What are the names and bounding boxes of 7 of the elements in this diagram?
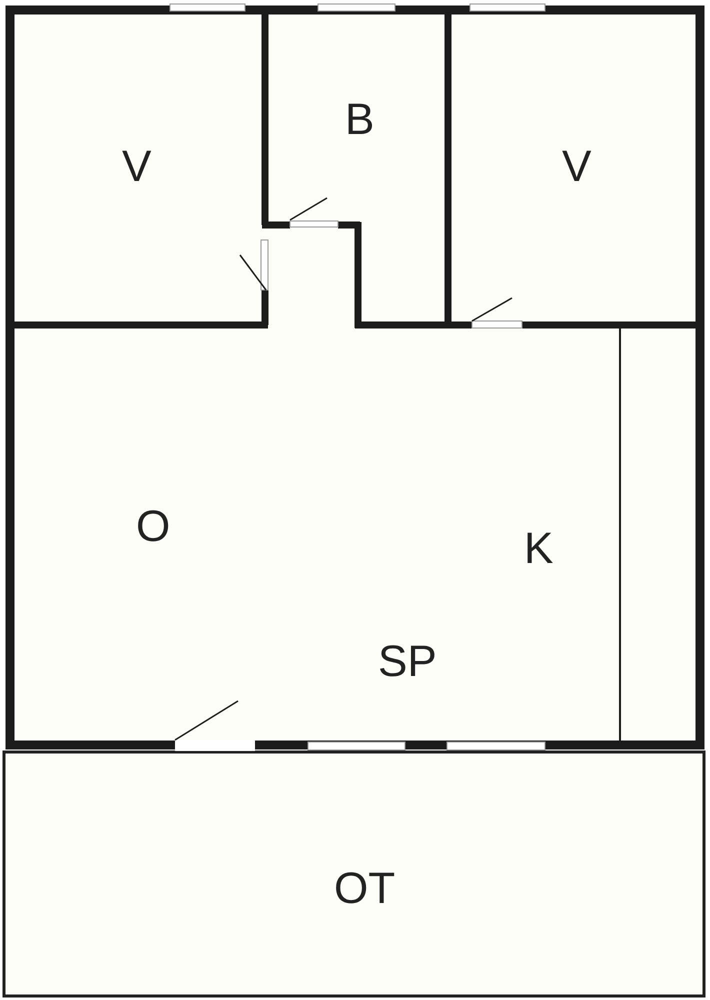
room-label: O [136, 505, 170, 549]
room-label: K [524, 527, 554, 571]
room-label: B [345, 98, 374, 142]
room-label: V [122, 145, 152, 189]
room-label: OT [334, 867, 396, 911]
room-label: V [562, 145, 592, 189]
room-label: SP [378, 640, 437, 684]
